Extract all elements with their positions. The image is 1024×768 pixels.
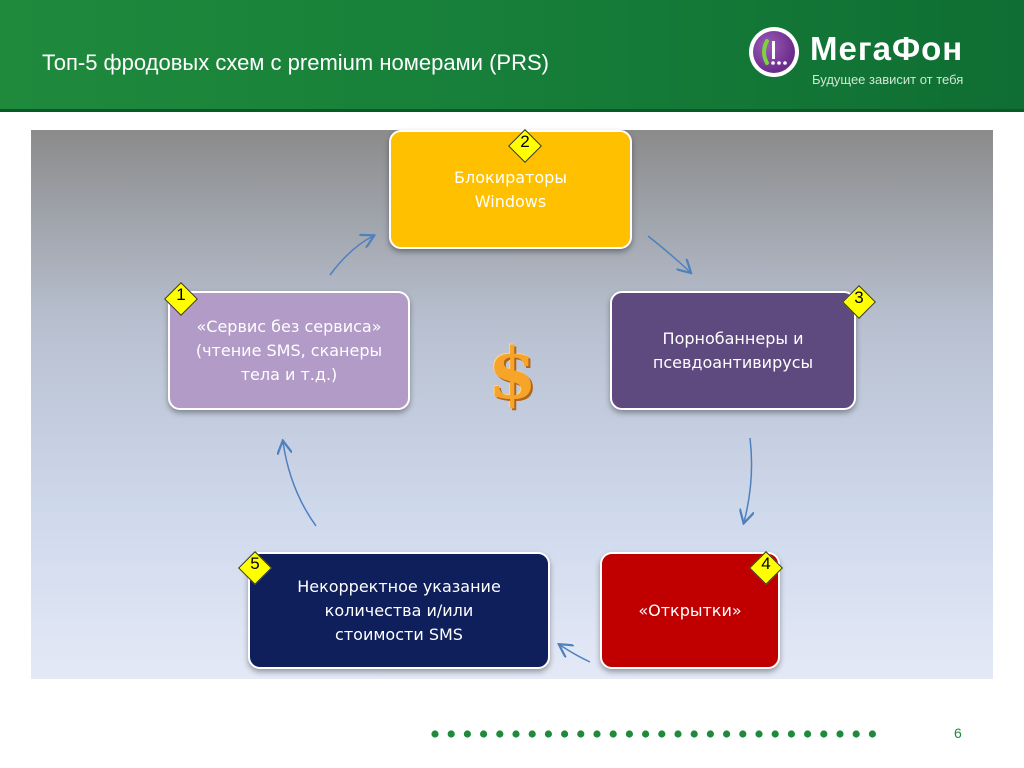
arrow-4-to-5 [560,645,591,663]
footer-dots [431,730,876,738]
footer-dot [577,730,585,738]
footer-dot [739,730,747,738]
footer-dot [852,730,860,738]
badge-3-number: 3 [854,288,864,307]
footer-dot [593,730,601,738]
scheme-box-5: Некорректное указание количества и/или с… [248,552,550,669]
badge-4: 4 [748,550,784,586]
dollar-icon: $ [488,332,537,415]
badge-2: 2 [507,128,543,164]
footer-dot [868,730,876,738]
badge-3: 3 [841,284,877,320]
badge-2-number: 2 [520,132,530,151]
logo-slogan: Будущее зависит от тебя [812,72,964,87]
scheme-box-3-label: Порнобаннеры и псевдоантивирусы [652,328,814,372]
scheme-box-1: «Сервис без сервиса» (чтение SMS, сканер… [168,291,410,410]
footer-dot [480,730,488,738]
scheme-box-4-label: «Открытки» [638,600,742,620]
footer-dot [690,730,698,738]
header-bar: Топ-5 фродовых схем с premium номерами (… [0,0,1024,112]
arrow-3-to-4 [744,437,752,522]
footer-dot [771,730,779,738]
footer-dot [706,730,714,738]
footer-dot [496,730,504,738]
footer-dot [512,730,520,738]
logo-wordmark: МегаФон [810,30,964,67]
footer-dot [804,730,812,738]
footer-dot [674,730,682,738]
footer-dot [431,730,439,738]
megafon-logo-icon [749,27,799,77]
badge-4-number: 4 [761,554,771,573]
scheme-box-2-label: Блокираторы Windows [454,167,567,211]
footer-dot [447,730,455,738]
badge-5: 5 [237,550,273,586]
footer-dot [836,730,844,738]
arrow-2-to-3 [647,235,690,272]
badge-1: 1 [163,281,199,317]
scheme-box-2: Блокираторы Windows [389,130,632,249]
arrow-5-to-1 [283,442,317,527]
page-number: 6 [954,725,962,741]
footer-dot [642,730,650,738]
scheme-box-1-label: «Сервис без сервиса» (чтение SMS, сканер… [195,316,383,384]
badge-5-number: 5 [250,554,260,573]
footer-dot [787,730,795,738]
footer-dot [544,730,552,738]
footer-dot [820,730,828,738]
footer-dot [528,730,536,738]
footer-dot [609,730,617,738]
slide-title: Топ-5 фродовых схем с premium номерами (… [42,50,549,75]
arrow-1-to-2 [329,236,373,276]
scheme-box-3: Порнобаннеры и псевдоантивирусы [610,291,856,410]
scheme-box-5-label: Некорректное указание количества и/или с… [297,576,501,644]
footer-dot [755,730,763,738]
scheme-box-4: «Открытки» [600,552,780,669]
footer-dot [463,730,471,738]
footer-dot [658,730,666,738]
footer-dot [625,730,633,738]
badge-1-number: 1 [176,285,186,304]
footer-dot [561,730,569,738]
footer-dot [723,730,731,738]
